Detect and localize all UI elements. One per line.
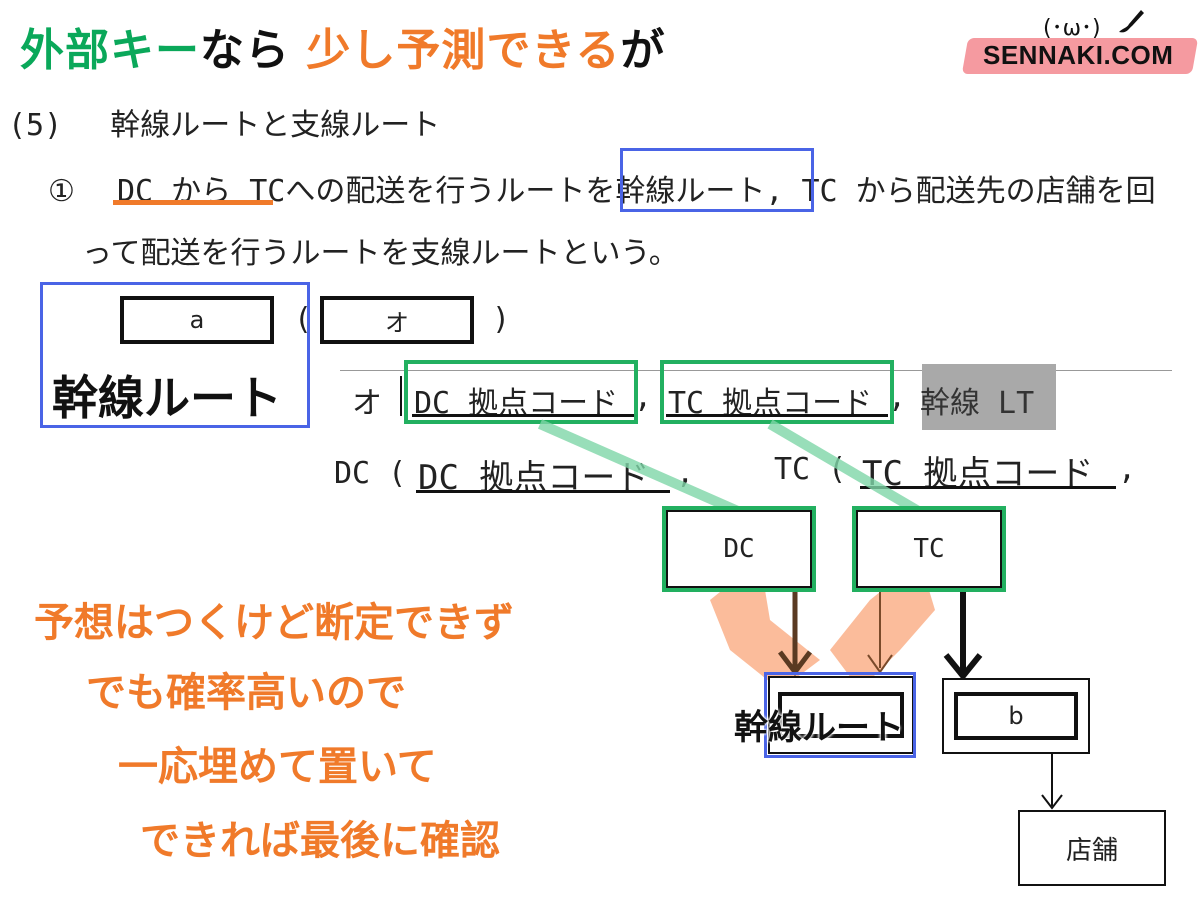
lt-gray-highlight xyxy=(922,364,1056,430)
blank-o: オ xyxy=(320,296,474,344)
paintbrush-icon xyxy=(1119,10,1144,33)
row-o-bar xyxy=(400,376,402,416)
headline-part-but: が xyxy=(620,25,666,76)
tc-code-green-box xyxy=(660,360,894,424)
headline: 外部キーなら 少し予測できるが xyxy=(20,14,665,78)
diagram-node-trunk-inner xyxy=(778,692,904,738)
row-o-item2-underline xyxy=(666,414,888,417)
item1-boxed: 幹線ルート, xyxy=(615,174,784,209)
diagram-node-b: b xyxy=(942,678,1090,754)
item1-marker: ① xyxy=(48,174,75,209)
row-o-sep1: , xyxy=(634,380,653,415)
close-paren: ) xyxy=(492,302,511,337)
open-paren: ( xyxy=(294,302,313,337)
logo-face: (･ω･) xyxy=(1043,16,1101,41)
row-tc-underline xyxy=(860,486,1116,489)
divider-line xyxy=(340,370,1172,371)
blank-b-label: b xyxy=(1008,702,1024,730)
tc-node-green-box xyxy=(852,506,1006,592)
headline-part-predict: 少し予測できる xyxy=(306,25,621,76)
answer-highlight-box xyxy=(40,282,310,428)
section-number: (5) xyxy=(8,108,63,143)
trunk-route-highlight-box xyxy=(620,148,814,212)
diagram-node-tc: TC xyxy=(856,510,1002,588)
item1-line2: って配送を行うルートを支線ルートという。 xyxy=(82,236,679,271)
blank-a: a xyxy=(120,296,274,344)
item1-line1: ① DC から TCへの配送を行うルートを幹線ルート, TC から配送先の店舗を… xyxy=(48,166,1156,210)
section-title: 幹線ルートと支線ルート xyxy=(110,108,441,143)
answer-label: 幹線ルート xyxy=(52,371,282,425)
row-dc-underline xyxy=(416,490,670,493)
blank-a-label: a xyxy=(189,306,205,334)
note-line-2: でも確率高いので xyxy=(86,670,406,716)
trunk-node-blue-box xyxy=(764,672,916,758)
diagram-node-trunk xyxy=(768,676,914,754)
row-tc-prefix: TC ( xyxy=(774,452,847,487)
diagram-dc-label: DC xyxy=(723,534,755,564)
row-o-label: オ xyxy=(352,386,382,421)
section-heading: (5) 幹線ルートと支線ルート xyxy=(8,100,440,144)
row-dc-prefix: DC ( xyxy=(334,456,407,491)
diagram-node-dc: DC xyxy=(666,510,812,588)
diagram-trunk-label: 幹線ルート xyxy=(734,708,904,748)
dc-code-green-box xyxy=(404,360,638,424)
diagram-tc-label: TC xyxy=(913,534,945,564)
note-line-3: 一応埋めて置いて xyxy=(118,744,437,790)
item1-text-b: TC から配送先の店舗を回 xyxy=(783,174,1156,209)
row-dc-sep: , xyxy=(676,456,695,491)
row-o-item3: 幹線 LT xyxy=(920,386,1035,421)
orange-underline xyxy=(113,200,273,205)
blank-o-label: オ xyxy=(385,308,409,337)
row-tc-sep: , xyxy=(1118,452,1137,487)
blank-b: b xyxy=(954,692,1078,740)
item1-text-a: への配送を行うルートを xyxy=(285,174,616,209)
note-line-4: できれば最後に確認 xyxy=(140,818,500,864)
row-o-item1-underline xyxy=(412,414,634,417)
headline-part-if: なら xyxy=(200,25,307,76)
site-logo: (･ω･) SENNAKI.COM xyxy=(961,8,1199,80)
dc-node-green-box xyxy=(662,506,816,592)
note-line-1: 予想はつくけど断定できず xyxy=(34,600,514,646)
diagram-node-store: 店舗 xyxy=(1018,810,1166,886)
logo-text: SENNAKI.COM xyxy=(983,40,1174,70)
diagram-store-label: 店舗 xyxy=(1065,835,1118,866)
headline-part-foreign-key: 外部キー xyxy=(20,25,200,76)
